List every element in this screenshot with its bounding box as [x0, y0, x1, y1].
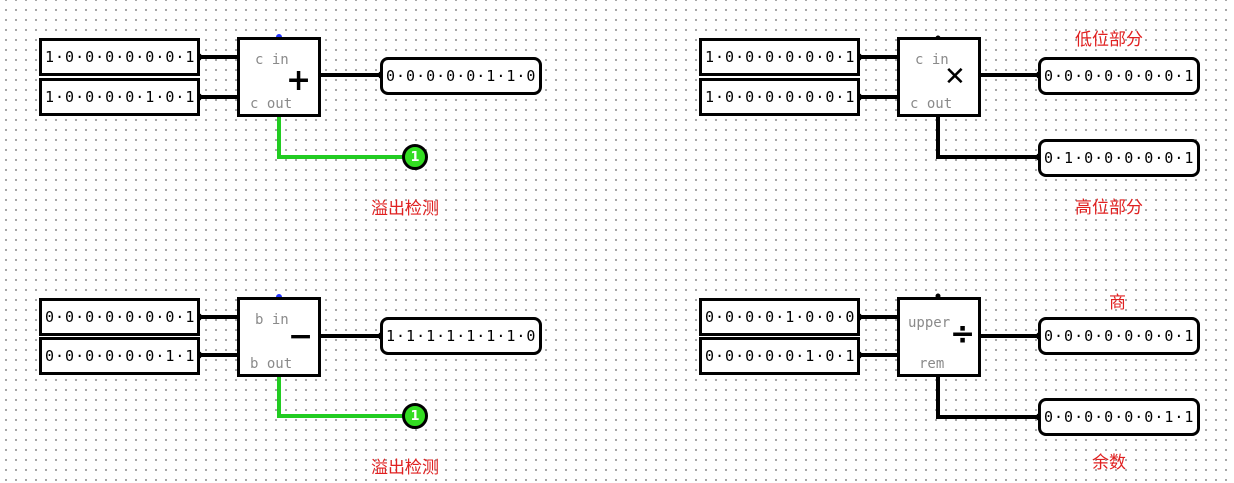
- mul-low-probe: 0·0·0·0·0·0·0·1: [1038, 57, 1200, 95]
- div-rem-label: rem: [919, 356, 945, 372]
- div-quotient-probe: 0·0·0·0·0·0·0·1: [1038, 317, 1200, 355]
- sub-block[interactable]: b in b out −: [237, 297, 321, 377]
- sub-input-b[interactable]: 0·0·0·0·0·0·1·1: [39, 337, 200, 375]
- divide-icon: ÷: [950, 317, 976, 352]
- mul-low-note: 低位部分: [1075, 30, 1143, 50]
- adder-sum-probe: 0·0·0·0·0·1·1·0: [380, 57, 542, 95]
- adder-input-a[interactable]: 1·0·0·0·0·0·0·1: [39, 38, 200, 76]
- div-remainder-probe: 0·0·0·0·0·0·1·1: [1038, 398, 1200, 436]
- mul-input-a[interactable]: 1·0·0·0·0·0·0·1: [699, 38, 860, 76]
- mul-carry-out-label: c out: [910, 96, 953, 112]
- div-wire-remainder: [936, 373, 1042, 419]
- adder-overflow-led: 1: [402, 144, 428, 170]
- plus-icon: +: [286, 63, 312, 98]
- div-upper-label: upper: [908, 315, 951, 331]
- div-input-a[interactable]: 0·0·0·0·1·0·0·0: [699, 298, 860, 336]
- adder-overflow-note: 溢出检测: [371, 199, 439, 219]
- sub-overflow-note: 溢出检测: [371, 458, 439, 478]
- multiply-icon: ✕: [944, 62, 966, 92]
- mul-input-b[interactable]: 1·0·0·0·0·0·0·1: [699, 78, 860, 116]
- adder-carry-out-label: c out: [250, 96, 293, 112]
- adder-overflow-wire: [277, 115, 404, 159]
- mul-block[interactable]: c in c out ✕: [897, 37, 981, 117]
- minus-icon: −: [288, 319, 314, 354]
- div-quotient-note: 商: [1109, 293, 1126, 313]
- sub-overflow-wire: [277, 375, 404, 418]
- sub-overflow-led-value: 1: [410, 408, 420, 424]
- adder-carry-in-label: c in: [255, 52, 289, 68]
- sub-borrow-out-label: b out: [250, 356, 293, 372]
- mul-high-probe: 0·1·0·0·0·0·0·1: [1038, 139, 1200, 177]
- div-input-b[interactable]: 0·0·0·0·0·1·0·1: [699, 337, 860, 375]
- adder-block[interactable]: c in c out +: [237, 37, 321, 117]
- div-block[interactable]: upper rem ÷: [897, 297, 981, 377]
- sub-overflow-led: 1: [402, 403, 428, 429]
- mul-high-note: 高位部分: [1075, 198, 1143, 218]
- mul-carry-in-label: c in: [915, 52, 949, 68]
- sub-difference-probe: 1·1·1·1·1·1·1·0: [380, 317, 542, 355]
- sub-input-a[interactable]: 0·0·0·0·0·0·0·1: [39, 298, 200, 336]
- div-remainder-note: 余数: [1092, 453, 1126, 473]
- adder-input-b[interactable]: 1·0·0·0·0·1·0·1: [39, 78, 200, 116]
- sub-borrow-in-label: b in: [255, 312, 289, 328]
- adder-overflow-led-value: 1: [410, 149, 420, 165]
- mul-wire-high: [936, 113, 1042, 159]
